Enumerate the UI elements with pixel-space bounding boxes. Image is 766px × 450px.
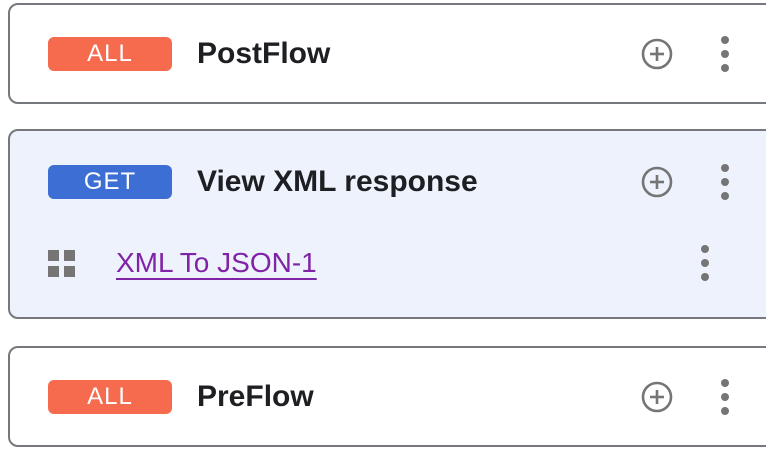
more-options-icon[interactable] bbox=[718, 34, 732, 74]
method-badge: ALL bbox=[48, 36, 172, 71]
method-badge: GET bbox=[48, 165, 172, 199]
add-circle-icon bbox=[641, 381, 673, 412]
flow-card-header: ALL PostFlow bbox=[10, 5, 766, 102]
add-policy-icon[interactable] bbox=[640, 37, 674, 71]
flow-card-preflow: ALL PreFlow bbox=[8, 346, 766, 447]
flow-card-postflow: ALL PostFlow bbox=[8, 3, 766, 104]
flow-title: PreFlow bbox=[197, 379, 314, 413]
flow-title: PostFlow bbox=[197, 36, 331, 70]
more-vert-icon bbox=[701, 245, 709, 281]
policy-row: XML To JSON-1 bbox=[10, 233, 766, 293]
flow-card-header: GET View XML response bbox=[10, 131, 766, 233]
add-circle-icon bbox=[641, 166, 673, 198]
policy-more-options-icon[interactable] bbox=[698, 243, 712, 283]
add-circle-icon bbox=[641, 38, 673, 69]
flow-title: View XML response bbox=[197, 165, 478, 198]
flow-card-view-xml-response: GET View XML response XML To JSON-1 bbox=[8, 129, 766, 319]
drag-indicator-icon[interactable] bbox=[48, 249, 75, 277]
flow-card-header: ALL PreFlow bbox=[10, 348, 766, 445]
method-badge: ALL bbox=[48, 379, 172, 414]
more-vert-icon bbox=[721, 164, 729, 200]
add-policy-icon[interactable] bbox=[640, 165, 674, 199]
more-options-icon[interactable] bbox=[718, 162, 732, 202]
more-vert-icon bbox=[721, 35, 729, 72]
more-options-icon[interactable] bbox=[718, 377, 732, 417]
policy-link[interactable]: XML To JSON-1 bbox=[116, 247, 317, 278]
add-policy-icon[interactable] bbox=[640, 380, 674, 414]
header-actions bbox=[640, 34, 732, 74]
header-actions bbox=[640, 377, 732, 417]
header-actions bbox=[640, 162, 732, 202]
more-vert-icon bbox=[721, 378, 729, 415]
